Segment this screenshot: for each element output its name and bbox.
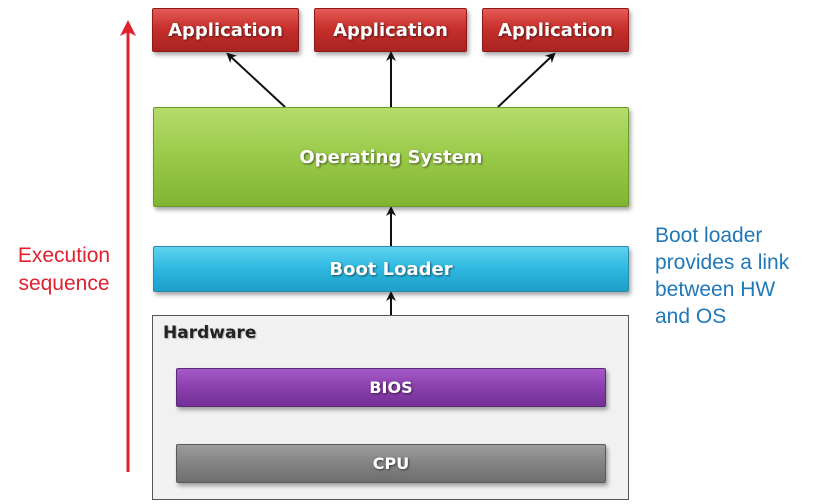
operating-system-box: Operating System bbox=[153, 107, 629, 207]
application-box-1: Application bbox=[152, 8, 299, 52]
note-line-1: Boot loader bbox=[655, 224, 763, 247]
os-to-app1-arrow bbox=[226, 52, 286, 108]
application-box-2: Application bbox=[314, 8, 467, 52]
application-box-3: Application bbox=[482, 8, 629, 52]
execution-sequence-label: Execution sequence bbox=[6, 242, 122, 298]
bios-box: BIOS bbox=[176, 368, 606, 407]
note-line-4: and OS bbox=[655, 305, 727, 328]
boot-loader-note: Boot loader provides a link between HW a… bbox=[655, 222, 815, 330]
cpu-box: CPU bbox=[176, 444, 606, 483]
note-line-2: provides a link bbox=[655, 251, 790, 274]
hardware-label: Hardware bbox=[163, 323, 257, 343]
note-line-3: between HW bbox=[655, 278, 776, 301]
os-to-app3-arrow bbox=[497, 52, 556, 108]
boot-loader-box: Boot Loader bbox=[153, 246, 629, 292]
execution-label-line-1: Execution bbox=[17, 244, 111, 267]
execution-label-line-2: sequence bbox=[18, 272, 110, 295]
